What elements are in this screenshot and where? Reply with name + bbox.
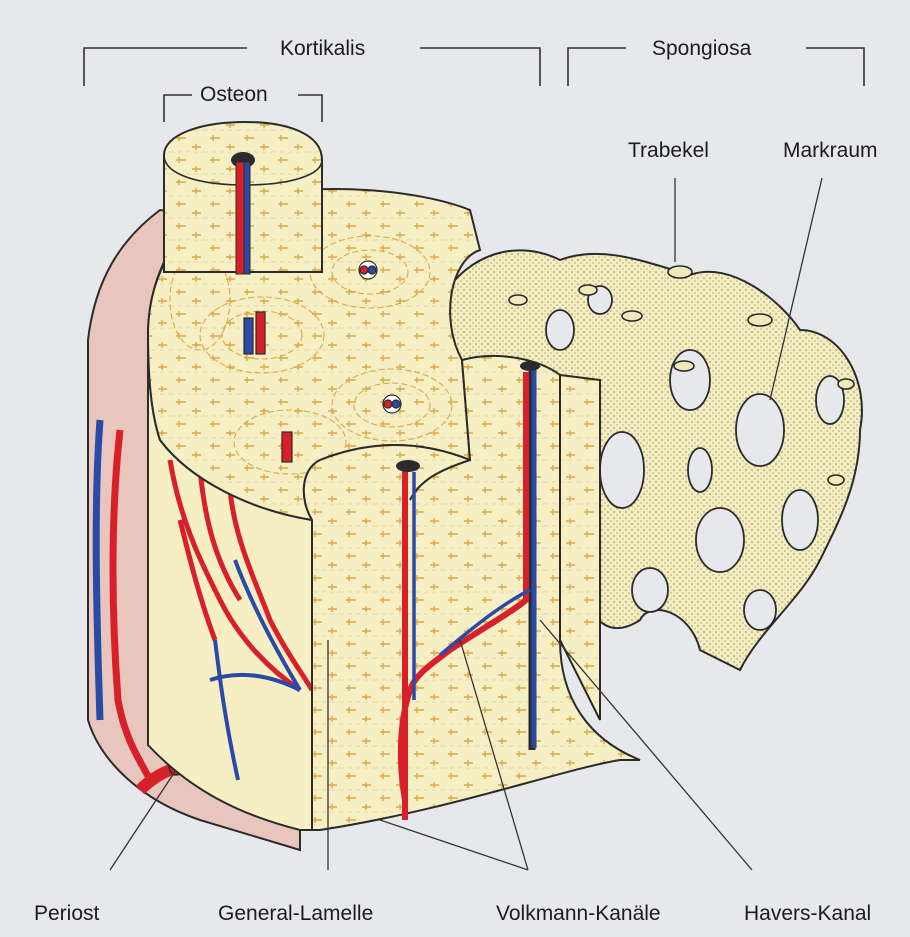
- havers-kanal-label: Havers-Kanal: [744, 903, 871, 924]
- general-lamelle-label: General-Lamelle: [218, 903, 373, 924]
- spongiosa-label: Spongiosa: [652, 38, 751, 59]
- periost-label: Periost: [34, 903, 99, 924]
- volkmann-kanaele-label: Volkmann-Kanäle: [496, 903, 661, 924]
- osteon-label: Osteon: [200, 84, 268, 105]
- kortikalis-label: Kortikalis: [280, 38, 365, 59]
- osteon-column: [164, 122, 322, 274]
- trabekel-label: Trabekel: [628, 140, 709, 161]
- markraum-label: Markraum: [783, 140, 878, 161]
